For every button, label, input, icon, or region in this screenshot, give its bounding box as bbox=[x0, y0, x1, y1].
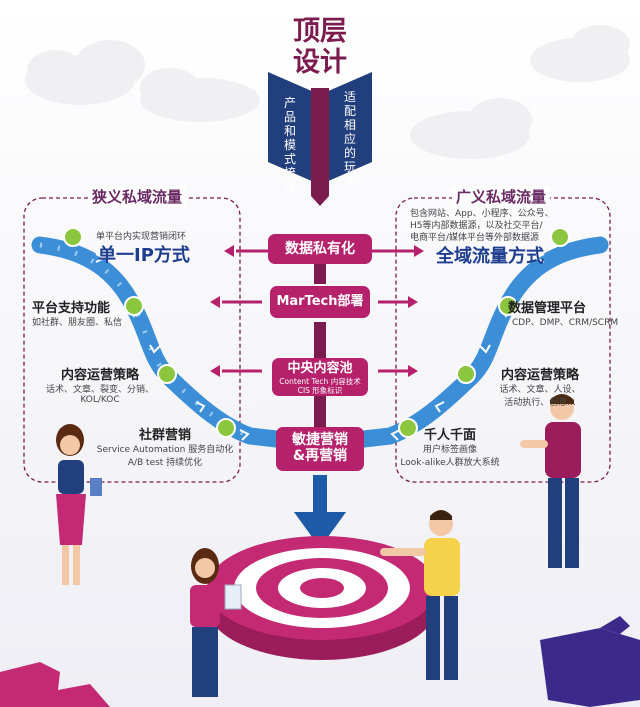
right-panel-title: 广义私域流量 bbox=[452, 186, 551, 207]
left-intro: 单平台内实现营销闭环 bbox=[96, 232, 187, 242]
puzzle-icon bbox=[0, 662, 110, 707]
right-item1-desc: CDP、DMP、CRM/SCRM bbox=[512, 318, 619, 328]
arrow-left-icon bbox=[210, 245, 268, 377]
center-step-content-pool: 中央内容池 Content Tech 内容技术 CIS 形象标识 bbox=[272, 358, 368, 396]
puzzle-icon bbox=[540, 628, 640, 707]
right-panel-border bbox=[395, 197, 611, 483]
connector-1 bbox=[314, 260, 326, 284]
left-item2-title: 内容运营策略 bbox=[60, 368, 139, 383]
right-item2-desc2: 活动执行、创意... bbox=[504, 398, 576, 408]
right-intro-2: H5等内部数据源，以及社交平台/ bbox=[410, 221, 543, 231]
arrow-right-icon bbox=[372, 245, 424, 377]
person-icon bbox=[56, 394, 581, 697]
left-banner-text: 产品和模式梳理 bbox=[283, 96, 296, 194]
right-banner-text: 适配相应的玩法 bbox=[343, 90, 356, 188]
right-item3-desc1: 用户标签画像 bbox=[422, 445, 477, 455]
connector-3 bbox=[314, 396, 326, 428]
left-item2-desc1: 话术、文章、裂变、分销、 bbox=[45, 385, 154, 395]
target-icon bbox=[207, 536, 437, 660]
right-intro-3: 电商平台/媒体平台等外部数据源 bbox=[410, 233, 540, 243]
left-main-label: 单一IP方式 bbox=[98, 245, 190, 266]
left-item1-desc: 如社群、朋友圈、私信 bbox=[32, 318, 123, 328]
left-panel-title: 狭义私域流量 bbox=[88, 186, 187, 207]
top-arrow-shaft bbox=[311, 88, 329, 206]
left-item1-title: 平台支持功能 bbox=[32, 301, 111, 316]
center-step-agile-marketing: 敏捷营销 &再营销 bbox=[276, 427, 364, 471]
left-item2-desc2: KOL/KOC bbox=[80, 395, 120, 405]
left-item3-title: 社群营销 bbox=[138, 428, 191, 443]
connector-2 bbox=[314, 322, 326, 358]
right-item1-title: 数据管理平台 bbox=[508, 301, 587, 316]
right-intro-1: 包含网站、App、小程序、公众号、 bbox=[410, 209, 554, 219]
left-item3-desc1: Service Automation 服务自动化 bbox=[96, 445, 234, 455]
center-step-martech: MarTech部署 bbox=[270, 286, 370, 318]
cloud-icon bbox=[25, 25, 630, 159]
right-item2-title: 内容运营策略 bbox=[500, 368, 579, 383]
right-main-label: 全域流量方式 bbox=[436, 246, 544, 267]
left-item3-desc2: A/B test 持续优化 bbox=[127, 458, 203, 468]
dot-markers bbox=[63, 227, 570, 438]
left-banner bbox=[268, 72, 314, 182]
right-banner bbox=[326, 72, 372, 182]
title: 顶层设计 bbox=[293, 16, 347, 78]
down-arrow-icon bbox=[294, 475, 346, 548]
right-item3-title: 千人千面 bbox=[423, 428, 476, 443]
right-item2-desc1: 话术、文章、人设、 bbox=[499, 385, 581, 395]
right-item3-desc2: Look-alike人群放大系统 bbox=[400, 458, 500, 468]
center-step-data-privatization: 数据私有化 bbox=[268, 234, 372, 264]
left-panel-border bbox=[23, 197, 241, 483]
